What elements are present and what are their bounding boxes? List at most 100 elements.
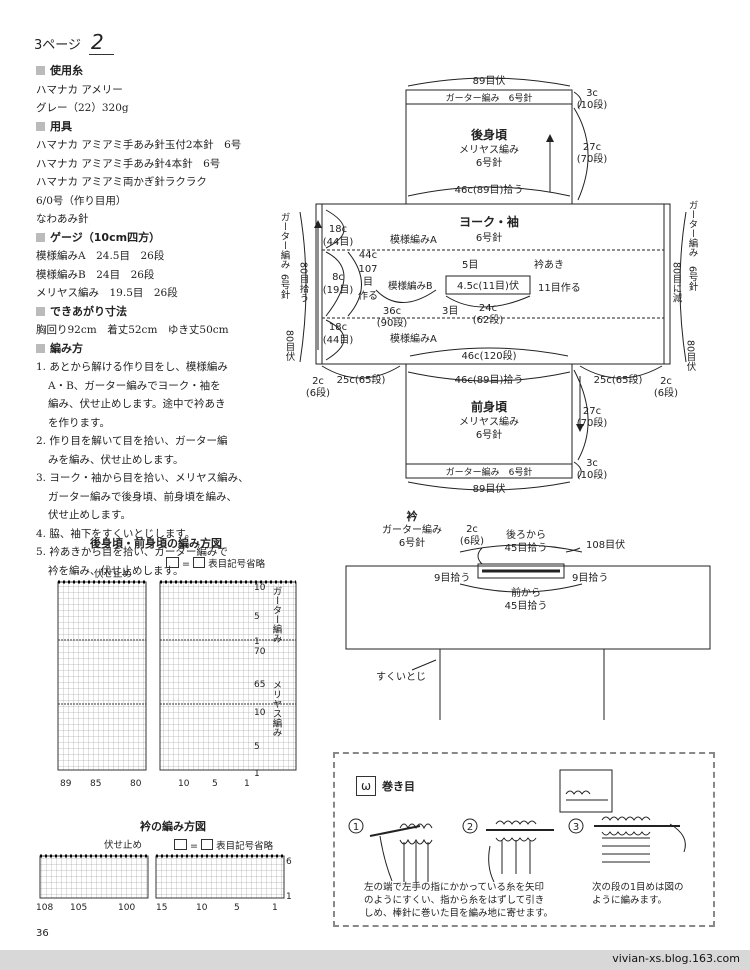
body-chart-grid [57,580,297,771]
yoke-3sts: 3目 [442,306,458,317]
collar-2c: 2c [466,524,478,535]
tools-line: なわあみ針 [36,213,89,225]
row-label: 6 [286,857,292,867]
collar-needle: 6号針 [399,536,425,549]
back-3c: 3c [586,88,598,99]
collar-cast-label: 108目伏 [586,538,625,551]
collar-chart: 6 1 108 105 100 15 10 5 1 [36,854,292,913]
method-step: 3. ヨーク・袖から目を拾い、メリヤス編み、ガーター編みで後身頃、前身頃を編み、… [36,472,249,521]
gauge-line: 模様編みA 24.5目 26段 [36,250,165,262]
yoke-pattern-b: 模様編みB [388,280,433,292]
collar-chart-title: 衿の編み方図 [140,820,206,833]
yoke-107: 107 [358,264,377,275]
yoke-44c: 44c [359,250,377,261]
yoke-18c-top-sts: (44目) [323,237,354,248]
left-garter-label: ガーター編み [279,212,291,269]
collar-body-outline [345,565,711,650]
yoke-pattern-a-top: 模様編みA [390,233,437,246]
back-pick-label: 46c(89目)拾う [455,183,524,196]
yoke-sts-unit: 目 [363,277,373,288]
gauge-line: 模様編みB 24目 26段 [36,268,155,281]
tools-line: ハマナカ アミアミ手あみ針玉付2本針 6号 [36,139,242,151]
front-27c: 27c [583,406,601,417]
neck-width-label: 4.5c(11目)伏 [457,279,519,292]
watermark-bar: vivian-xs.blog.163.com [0,950,750,970]
stockinette-side-label: メリヤス編み [271,680,283,737]
method-step: 5. 衿あきから目を拾い、ガーター編みで衿を編み、伏せ止めします。 [36,546,228,577]
front-bottom-label: 89目伏 [473,482,506,495]
row-label: 5 [254,612,260,622]
yoke-8c: 8c [332,272,344,283]
yoke-36c-rows: (90段) [377,316,408,329]
right-2c: 2c [660,376,672,387]
inset-illustration-frame [559,769,613,813]
yoke-title: ヨーク・袖 [459,214,519,229]
right-garter-label: ガーター編み [687,200,699,257]
front-garter-label: ガーター編み 6号針 [446,466,533,478]
row-label: 1 [254,769,260,779]
col-label: 5 [212,779,218,789]
col-label: 10 [178,779,190,789]
back-3c-rows: (10段) [577,98,608,111]
body-chart-title: 後身頃・前身頃の編み方図 [90,537,222,550]
yoke-46c-rows: 46c(120段) [461,349,516,362]
yoke-36c: 36c [383,306,401,317]
front-body-outline [405,363,573,479]
back-27c: 27c [583,142,601,153]
right-decrease-label: 80目に減 [671,262,683,303]
tools-line: ハマナカ アミアミ手あみ針4本針 6号 [36,157,221,170]
collar-front-pick: 前から [511,586,541,599]
right-bindoff-label: 80目伏 [685,340,697,372]
knit-symbol-icon [201,839,214,850]
col-label: 1 [272,903,278,913]
left-bindoff-label: 80目伏 [284,330,296,362]
left-2c-rows: (6段) [306,386,330,399]
cast-on-symbol-icon: ω [356,776,376,796]
front-stitch: メリヤス編み [459,415,519,428]
col-label: 5 [234,903,240,913]
front-needle: 6号針 [476,428,502,441]
collar-back-pick: 後ろから [506,528,546,541]
body-chart-legend: = 表目記号省略 [166,556,265,570]
gauge-heading: ゲージ（10cm四方） [36,229,306,248]
col-label: 10 [196,903,208,913]
left-needle-label: 6号針 [279,274,291,300]
col-label: 100 [118,903,135,913]
collar-left-pick: 9目拾う [434,571,470,584]
back-garter-label: ガーター編み 6号針 [446,92,533,104]
right-needle-label: 6号針 [687,266,699,292]
method-step: 2. 作り目を解いて目を拾い、ガーター編みを編み、伏せ止めします。 [36,435,228,466]
collar-back-pick-sts: 45目拾う [505,541,548,554]
row-label: 10 [254,708,266,718]
pattern-number: 2 [89,30,114,55]
yoke-make: 作る [358,290,378,302]
cast-on-illustrations: 1 2 3 [348,769,686,883]
collar-schematic: 衿 ガーター編み 6号針 2c (6段) 後ろから 45目拾う 108目伏 9目… [345,509,711,720]
yoke-8c-sts: (19目) [323,285,354,296]
garter-side-label: ガーター編み [271,586,283,643]
gauge-line: メリヤス編み 19.5目 26段 [36,287,178,299]
collar-chart-grid [39,854,285,899]
knit-symbol-icon [193,557,206,568]
neck-make-label: 11目作る [538,282,581,294]
tools-line: 6/0号（作り目用） [36,194,127,207]
cast-on-title: 巻き目 [382,780,415,793]
col-label: 15 [156,903,167,913]
body-chart: 10 5 1 70 65 10 5 1 89 85 80 10 5 1 ガーター… [57,580,297,789]
collar-title: 衿 [407,509,418,523]
yoke-18c-bottom: 18c [329,322,347,333]
row-label: 65 [254,680,265,690]
right-25c: 25c(65段) [594,373,643,386]
empty-square-icon [174,839,187,850]
step-number-2: 2 [467,822,473,833]
row-label: 10 [254,583,266,593]
yarn-line: ハマナカ アメリー [36,83,123,96]
tools-heading: 用具 [36,118,306,137]
col-label: 108 [36,903,53,913]
back-27c-rows: (70段) [577,152,608,165]
method-heading: 編み方 [36,340,306,359]
col-label: 105 [70,903,87,913]
row-label: 70 [254,647,266,657]
body-bindoff-label: 伏せ止め [94,569,133,580]
